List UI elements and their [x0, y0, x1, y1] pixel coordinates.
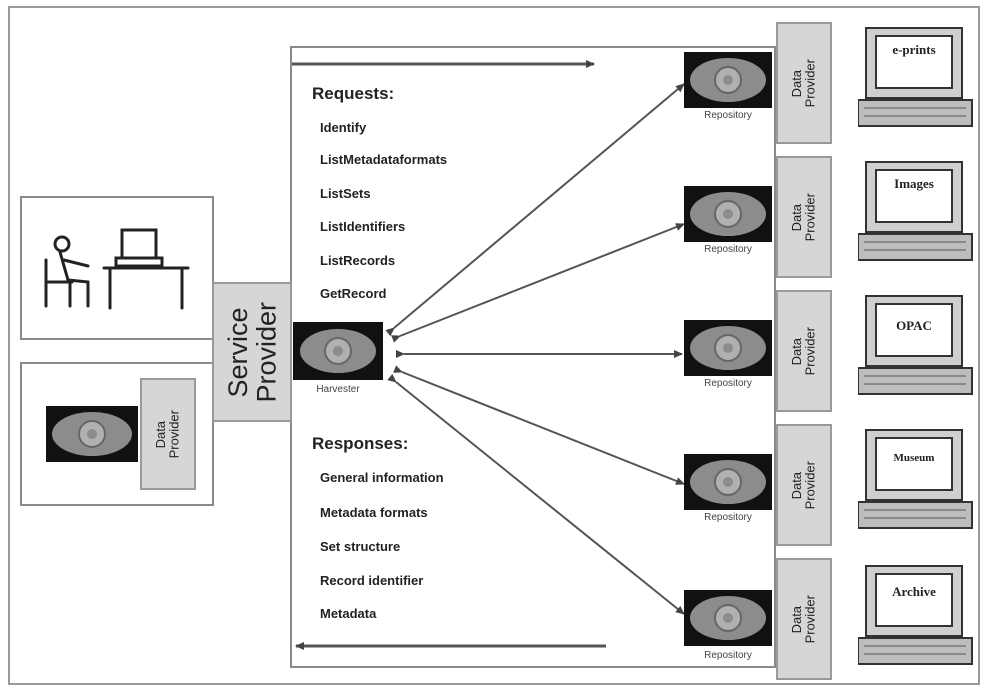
response-item: Metadata [320, 606, 377, 621]
repository-eye-icon [684, 454, 772, 510]
harvest-link [393, 365, 685, 485]
requests-heading: Requests: [312, 84, 395, 103]
data-provider-line2: Provider [803, 192, 818, 242]
computer-icon [858, 426, 976, 530]
screen-label: e-prints [880, 42, 948, 58]
repository-eye-icon [684, 186, 772, 242]
repository-eye-icon [684, 52, 772, 108]
request-item: GetRecord [320, 286, 387, 301]
responses-heading: Responses: [312, 434, 409, 453]
computer-icon [858, 292, 976, 396]
computer-icon [858, 24, 976, 128]
data-provider-line2: Provider [803, 58, 818, 108]
harvester-caption: Harvester [316, 384, 360, 395]
request-item: Identify [320, 120, 367, 135]
data-provider-line2: Provider [803, 594, 818, 644]
screen-label: Images [880, 176, 948, 192]
request-item: ListIdentifiers [320, 219, 406, 234]
screen-label: OPAC [880, 318, 948, 334]
data-provider-box: Data Provider [776, 156, 832, 278]
data-provider-box: Data Provider [776, 424, 832, 546]
user-panel [20, 196, 214, 340]
request-item: ListSets [320, 186, 371, 201]
repository-caption: Repository [704, 244, 752, 255]
data-provider-box: Data Provider [776, 290, 832, 412]
local-data-provider-box: Data Provider [140, 378, 196, 490]
harvest-link [391, 223, 685, 343]
computer-icon [858, 158, 976, 262]
repository-caption: Repository [704, 378, 752, 389]
data-provider-line2: Provider [803, 326, 818, 376]
repository-caption: Repository [704, 512, 752, 523]
data-provider-box: Data Provider [776, 22, 832, 144]
service-provider-box: Service Provider [212, 282, 292, 422]
screen-label: Archive [880, 584, 948, 600]
harvester-eye-icon [293, 322, 383, 380]
harvest-link [385, 83, 685, 337]
repository-eye-icon [684, 590, 772, 646]
screen-label: Museum [880, 452, 948, 464]
request-item: ListRecords [320, 253, 396, 268]
data-provider-box: Data Provider [776, 558, 832, 680]
data-provider-line2: Provider [803, 460, 818, 510]
repository-caption: Repository [704, 650, 752, 661]
user-at-computer-icon [44, 228, 190, 310]
harvest-link [387, 373, 685, 615]
response-item: Set structure [320, 539, 401, 554]
local-repository-eye-icon [46, 406, 138, 462]
repository-caption: Repository [704, 110, 752, 121]
repository-eye-icon [684, 320, 772, 376]
computer-icon [858, 562, 976, 666]
